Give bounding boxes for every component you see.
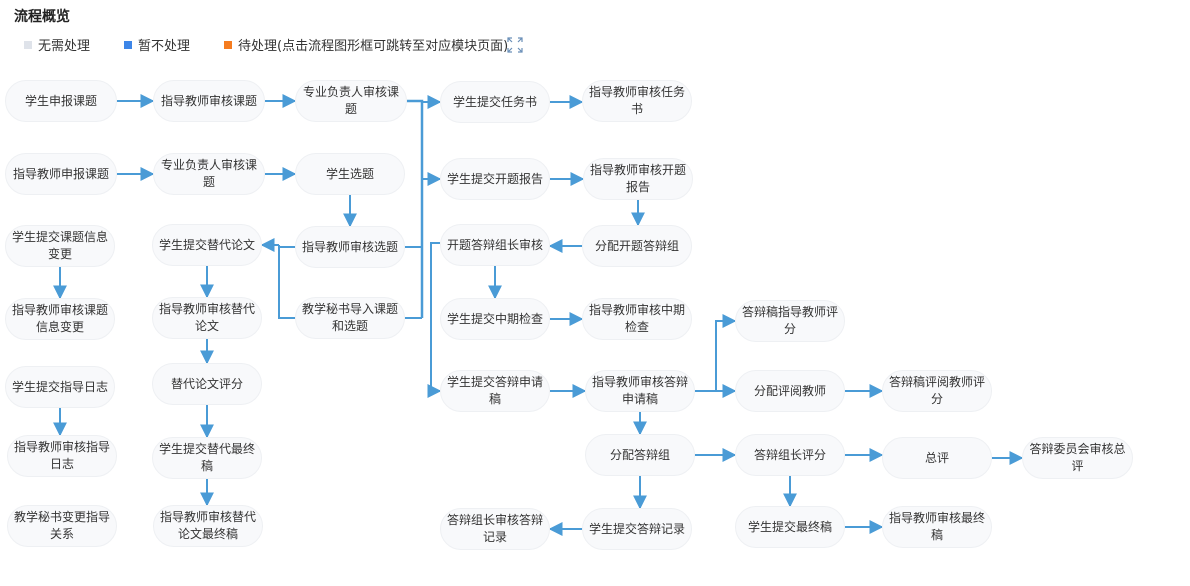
flow-node[interactable]: 教学秘书变更指导关系 (7, 505, 117, 547)
flow-node[interactable]: 指导教师审核任务书 (582, 80, 692, 122)
flow-node[interactable]: 学生申报课题 (5, 80, 117, 122)
flow-node[interactable]: 指导教师审核替代论文最终稿 (153, 505, 263, 547)
flow-node[interactable]: 学生提交替代最终稿 (152, 437, 262, 479)
flow-node[interactable]: 专业负责人审核课题 (295, 80, 407, 122)
flow-node[interactable]: 学生提交最终稿 (735, 506, 845, 548)
flow-node[interactable]: 指导教师审核课题信息变更 (5, 298, 115, 340)
flow-connector (278, 245, 295, 319)
legend-item-deferred: 暂不处理 (124, 35, 190, 54)
flow-node[interactable]: 指导教师审核替代论文 (152, 297, 262, 339)
flow-node[interactable]: 分配答辩组 (585, 434, 695, 476)
flow-node[interactable]: 开题答辩组长审核 (440, 224, 550, 266)
flow-node[interactable]: 学生选题 (295, 153, 405, 195)
flow-node[interactable]: 教学秘书导入课题和选题 (295, 297, 405, 339)
legend-label: 暂不处理 (138, 39, 191, 54)
flow-connector (407, 99, 424, 318)
legend-label: 无需处理 (38, 39, 91, 54)
flow-node[interactable]: 指导教师申报课题 (5, 153, 117, 195)
flow-node[interactable]: 专业负责人审核课题 (153, 153, 265, 195)
legend-item-no-action: 无需处理 (24, 35, 90, 54)
legend-swatch-gray (24, 40, 32, 49)
flow-node[interactable]: 替代论文评分 (152, 363, 262, 405)
flow-node[interactable]: 答辩稿评阅教师评分 (882, 370, 992, 412)
flow-node[interactable]: 指导教师审核中期检查 (582, 298, 692, 340)
flow-node[interactable]: 答辩稿指导教师评分 (735, 300, 845, 342)
flow-node[interactable]: 分配评阅教师 (735, 370, 845, 412)
flow-connector (715, 314, 737, 391)
legend-swatch-blue (124, 40, 132, 49)
flow-node[interactable]: 指导教师审核开题报告 (583, 158, 693, 200)
page-title: 流程概览 (14, 9, 70, 25)
flow-node[interactable]: 学生提交替代论文 (152, 224, 262, 266)
fullscreen-expand-icon[interactable] (507, 37, 523, 53)
flow-node[interactable]: 学生提交答辩记录 (582, 508, 692, 550)
flow-node[interactable]: 分配开题答辩组 (582, 225, 692, 267)
flow-node[interactable]: 指导教师审核最终稿 (882, 506, 992, 548)
legend-swatch-orange (224, 40, 232, 49)
flow-node[interactable]: 指导教师审核指导日志 (7, 435, 117, 477)
flow-node[interactable]: 学生提交指导日志 (5, 366, 115, 408)
flow-node[interactable]: 答辩组长审核答辩记录 (440, 508, 550, 550)
flow-node[interactable]: 学生提交任务书 (440, 81, 550, 123)
flow-node[interactable]: 学生提交开题报告 (440, 158, 550, 200)
flow-node[interactable]: 指导教师审核选题 (295, 226, 405, 268)
flow-node[interactable]: 答辩组长评分 (735, 434, 845, 476)
flow-node[interactable]: 学生提交答辩申请稿 (440, 370, 550, 412)
flow-node[interactable]: 学生提交课题信息变更 (5, 225, 115, 267)
flow-connector (427, 242, 442, 398)
flow-node[interactable]: 学生提交中期检查 (440, 298, 550, 340)
flow-node[interactable]: 指导教师审核答辩申请稿 (585, 370, 695, 412)
flow-node[interactable]: 指导教师审核课题 (153, 80, 265, 122)
legend-item-pending: 待处理(点击流程图形框可跳转至对应模块页面) (224, 35, 508, 54)
flow-node[interactable]: 答辩委员会审核总评 (1022, 437, 1133, 479)
legend-label: 待处理(点击流程图形框可跳转至对应模块页面) (238, 39, 509, 54)
flow-node[interactable]: 总评 (882, 437, 992, 479)
